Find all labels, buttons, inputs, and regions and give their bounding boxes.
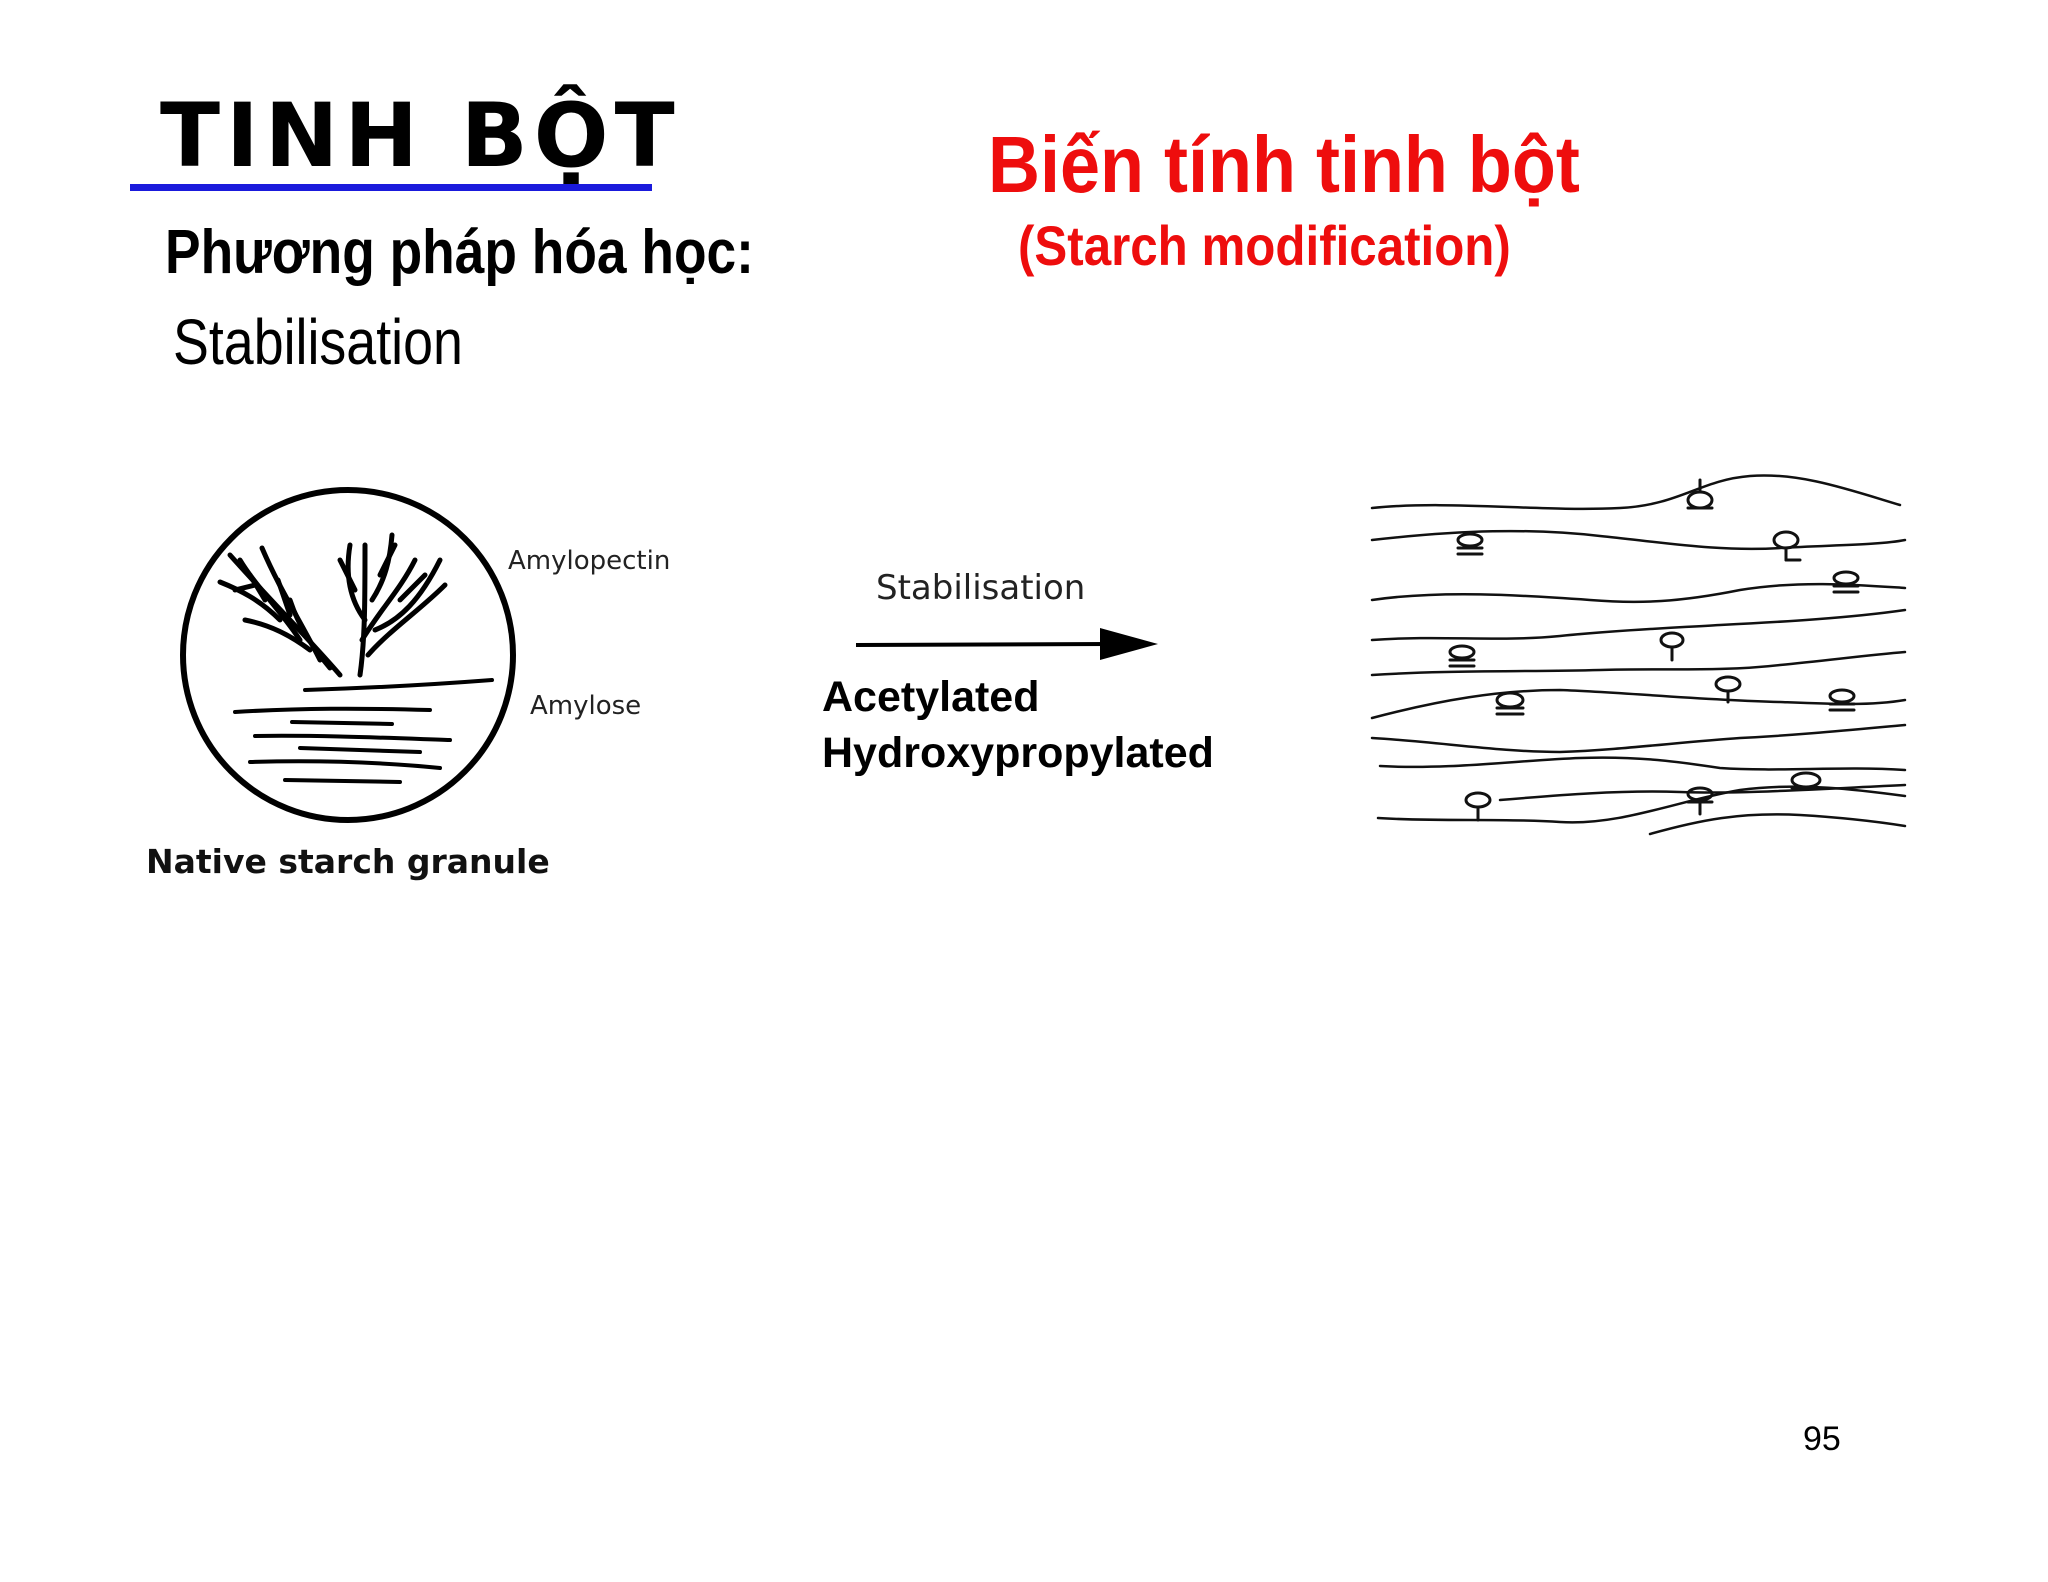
method-subheading: Stabilisation bbox=[173, 306, 463, 378]
slide-title: TINH BỘT bbox=[160, 84, 681, 187]
arrow-label: Stabilisation bbox=[876, 568, 1086, 608]
starch-granule-drawing bbox=[180, 487, 516, 823]
granule-caption: Native starch granule bbox=[146, 842, 550, 881]
amylopectin-label: Amylopectin bbox=[508, 546, 671, 576]
page-number: 95 bbox=[1803, 1420, 1841, 1458]
modification-title: Biến tính tinh bột bbox=[988, 120, 1580, 209]
product-acetylated: Acetylated bbox=[822, 673, 1040, 721]
amylose-chains bbox=[233, 678, 494, 784]
method-heading: Phương pháp hóa học: bbox=[165, 218, 754, 287]
stabilised-chains-drawing bbox=[1370, 474, 1907, 836]
amylopectin-left-branches bbox=[217, 545, 343, 678]
modification-subtitle: (Starch modification) bbox=[1018, 214, 1511, 277]
amylopectin-right-branches bbox=[337, 532, 448, 678]
product-hydroxypropylated: Hydroxypropylated bbox=[822, 729, 1214, 777]
amylose-label: Amylose bbox=[530, 691, 642, 721]
title-underline bbox=[130, 184, 652, 191]
stabilisation-arrow bbox=[855, 628, 1158, 660]
